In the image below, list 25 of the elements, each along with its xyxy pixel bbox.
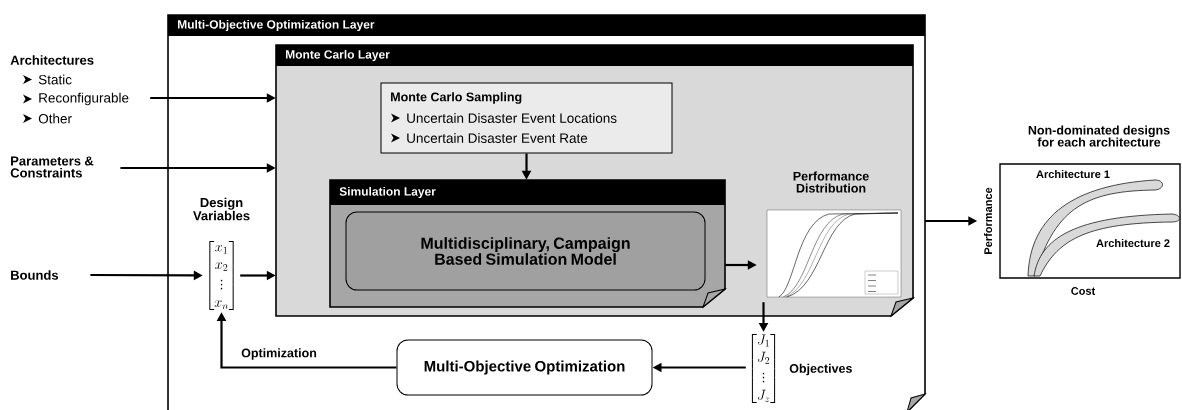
box-heading: Monte Carlo Sampling [391,92,522,104]
series-label: Architecture 2 [1096,238,1170,248]
list-item: Reconfigurable [39,92,129,106]
process-box: Multidisciplinary, Campaign Based Simulation Model [345,211,706,291]
list-item: Uncertain Disaster Event Rate [407,133,588,143]
input-heading: Architectures [10,55,94,65]
matrix-heading: Design Variables [193,197,250,221]
axis-label: Performance [984,187,993,254]
title-bar: Simulation Layer [330,180,725,205]
chart-title: Performance Distribution [793,171,869,193]
edge-label: Optimization [240,347,318,361]
matrix-formula: $\begin{bmatrix}x_1\\x_2\\\vdots\\x_n\end{bmatrix}$ [209,240,234,311]
process-box: Multi-Objective Optimization [396,339,653,396]
input-label: Bounds [11,270,59,280]
title-bar: Multi-Objective Optimization Layer [168,15,925,36]
chart-title: Non-dominated designs for each architecture [1028,125,1170,147]
series-label: Architecture 1 [1036,169,1110,179]
list-item: Other [38,113,72,124]
axis-label: Cost [1071,287,1096,295]
list-item: Uncertain Disaster Event Locations [407,113,617,123]
list-item: Static [38,74,72,85]
input-label: Parameters & Constraints [10,156,94,178]
matrix-formula: $\begin{bmatrix}J_1\\J_2\\\vdots\\J_z\end{bmatrix}$ [751,333,776,404]
title-bar: Monte Carlo Layer [276,45,913,66]
matrix-label: Objectives [789,363,852,376]
